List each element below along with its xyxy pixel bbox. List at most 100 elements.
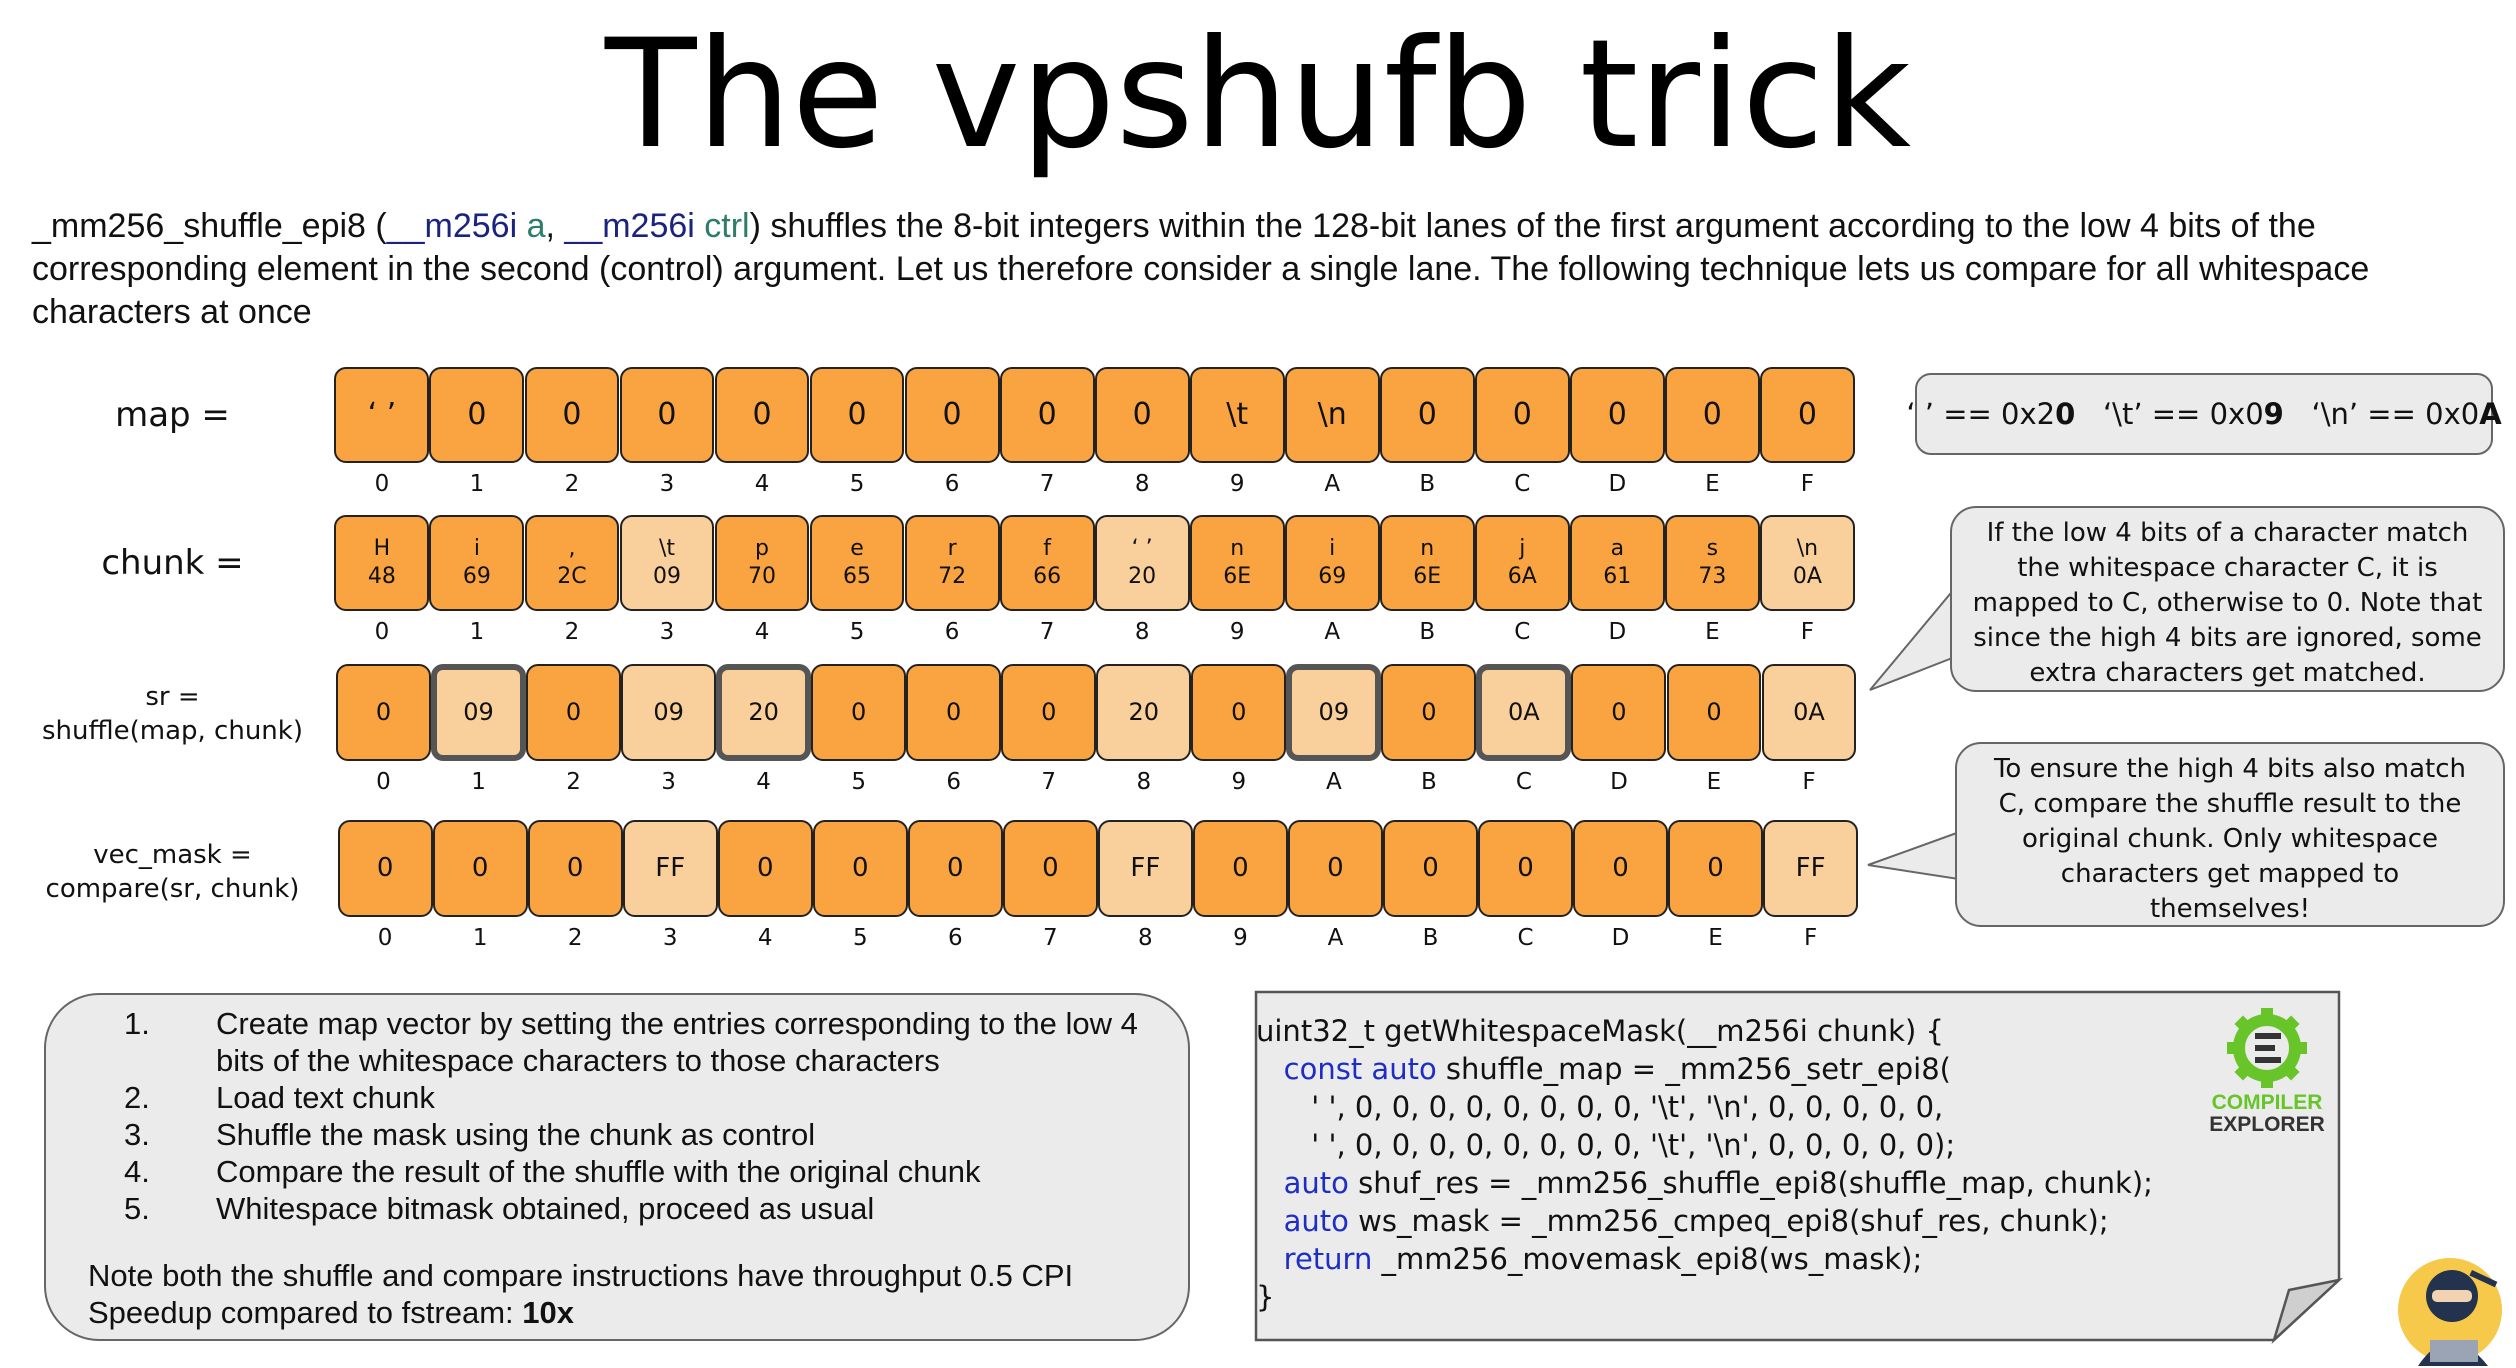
chunk-hex: 73 [1698,563,1727,589]
chunk-index: E [1705,619,1720,646]
sr-cell: 0 [336,664,431,761]
map-cell: 0 [714,366,810,464]
mask-cell: 0 [1002,820,1098,917]
code-newline-text: ‘\n’ == 0x0 [2283,396,2480,431]
chunk-index: 3 [659,619,675,646]
mask-value: 0 [1042,853,1059,884]
intro-type-2: __m256i [564,207,695,245]
mask-index: 4 [757,924,773,951]
map-value: 0 [1132,397,1152,433]
mask-index: 3 [662,924,678,951]
sr-index: C [1515,768,1532,795]
map-value: \n [1317,397,1347,433]
map-label: map = [115,395,230,435]
chunk-char: ‘ ’ [1131,535,1153,561]
map-index: 1 [469,471,485,498]
compiler-explorer-logo: COMPILER EXPLORER [2192,1008,2342,1138]
mask-index: 1 [472,924,488,951]
map-value: 0 [1607,397,1627,433]
map-cell: 0 [1664,366,1760,464]
map-cell: 0 [999,366,1095,464]
mask-index: E [1708,924,1723,951]
map-index: 2 [564,471,580,498]
mask-cell: 0 [1478,820,1573,917]
sr-index: D [1610,768,1628,795]
sr-cell: 20 [1096,664,1192,761]
code-line: uint32_t getWhitespaceMask(__m256i chunk… [1256,1012,1944,1050]
code-text: ' ', 0, 0, 0, 0, 0, 0, 0, 0, '\t', '\n',… [1256,1128,1956,1162]
mask-cell: 0 [337,820,433,917]
sr-label-line2: shuffle(map, chunk) [41,716,303,746]
sr-value: 0A [1508,698,1540,727]
chunk-char: a [1610,535,1625,561]
map-index: 4 [754,471,770,498]
code-keyword: auto [1256,1204,1349,1238]
map-value: 0 [752,397,772,433]
mask-value: 0 [852,853,869,884]
sr-cell: 20 [716,664,812,761]
mask-value: 0 [1422,853,1439,884]
ninja-mascot-icon [2398,1258,2502,1366]
mask-index: 6 [947,924,963,951]
mask-value: 0 [566,853,584,884]
code-space-text: ‘ ’ == 0x2 [1906,396,2056,431]
logo-gear-icon [2227,1008,2307,1088]
mask-label-line2: compare(sr, chunk) [45,874,300,904]
chunk-hex: 70 [748,563,777,589]
page-title: The vpshufb trick [604,8,1912,182]
chunk-hex: 20 [1128,563,1157,589]
map-value: 0 [562,397,582,433]
mask-index: D [1611,924,1630,951]
code-line: const auto shuffle_map = _mm256_setr_epi… [1256,1050,1951,1088]
mask-label: vec_mask = compare(sr, chunk) [15,838,330,906]
code-line: } [1256,1278,1274,1316]
chunk-char: H [373,535,391,561]
code-box-fold [2271,1277,2344,1345]
speedup-line: Speedup compared to fstream: 10x [88,1294,1178,1331]
sr-cell: 09 [621,664,717,761]
mask-index: C [1517,924,1534,951]
chunk-hex: 2C [557,563,587,589]
chunk-hex: 0A [1792,563,1822,589]
sr-index: 7 [1041,768,1057,795]
chunk-index: 6 [944,619,960,646]
code-newline-bold: A [2479,396,2502,431]
chunk-index: 5 [849,619,865,646]
mask-cell: 0 [1573,820,1668,917]
bubble2-tail [1867,828,1966,882]
map-cell: 0 [619,366,715,464]
chunk-char: j [1519,535,1526,561]
code-line: ' ', 0, 0, 0, 0, 0, 0, 0, 0, '\t', '\n',… [1256,1088,1943,1126]
sr-index: 5 [851,768,866,795]
mask-cell: 0 [527,820,623,917]
intro-rest: ) shuffles the 8-bit integers within the… [32,207,2370,331]
sr-cell: 0 [1571,664,1667,761]
sr-label-line1: sr = [145,682,200,712]
code-text: } [1256,1280,1275,1314]
intro-arg-1: a [517,207,546,245]
intro-paragraph: _mm256_shuffle_epi8 (__m256i a, __m256i … [32,205,2492,334]
chunk-char: i [473,535,480,561]
map-index: 9 [1229,471,1245,498]
map-value: 0 [942,397,962,433]
chunk-char: n [1230,535,1245,561]
map-value: \t [1226,397,1249,433]
sr-value: 0 [851,698,867,727]
code-text: shuffle_map = _mm256_setr_epi8( [1436,1052,1951,1086]
map-value: 0 [1702,397,1722,433]
mask-value: FF [655,853,686,884]
map-index: E [1705,471,1720,498]
map-cell: 0 [1759,366,1855,464]
mask-cell: FF [622,820,718,917]
chunk-char: i [1329,535,1336,561]
map-value: 0 [1037,397,1057,433]
chunk-hex: 6E [1223,563,1252,589]
map-index: 5 [849,471,865,498]
chunk-char: e [850,535,864,561]
mask-index: 9 [1233,924,1248,951]
mask-value: 0 [471,853,489,884]
